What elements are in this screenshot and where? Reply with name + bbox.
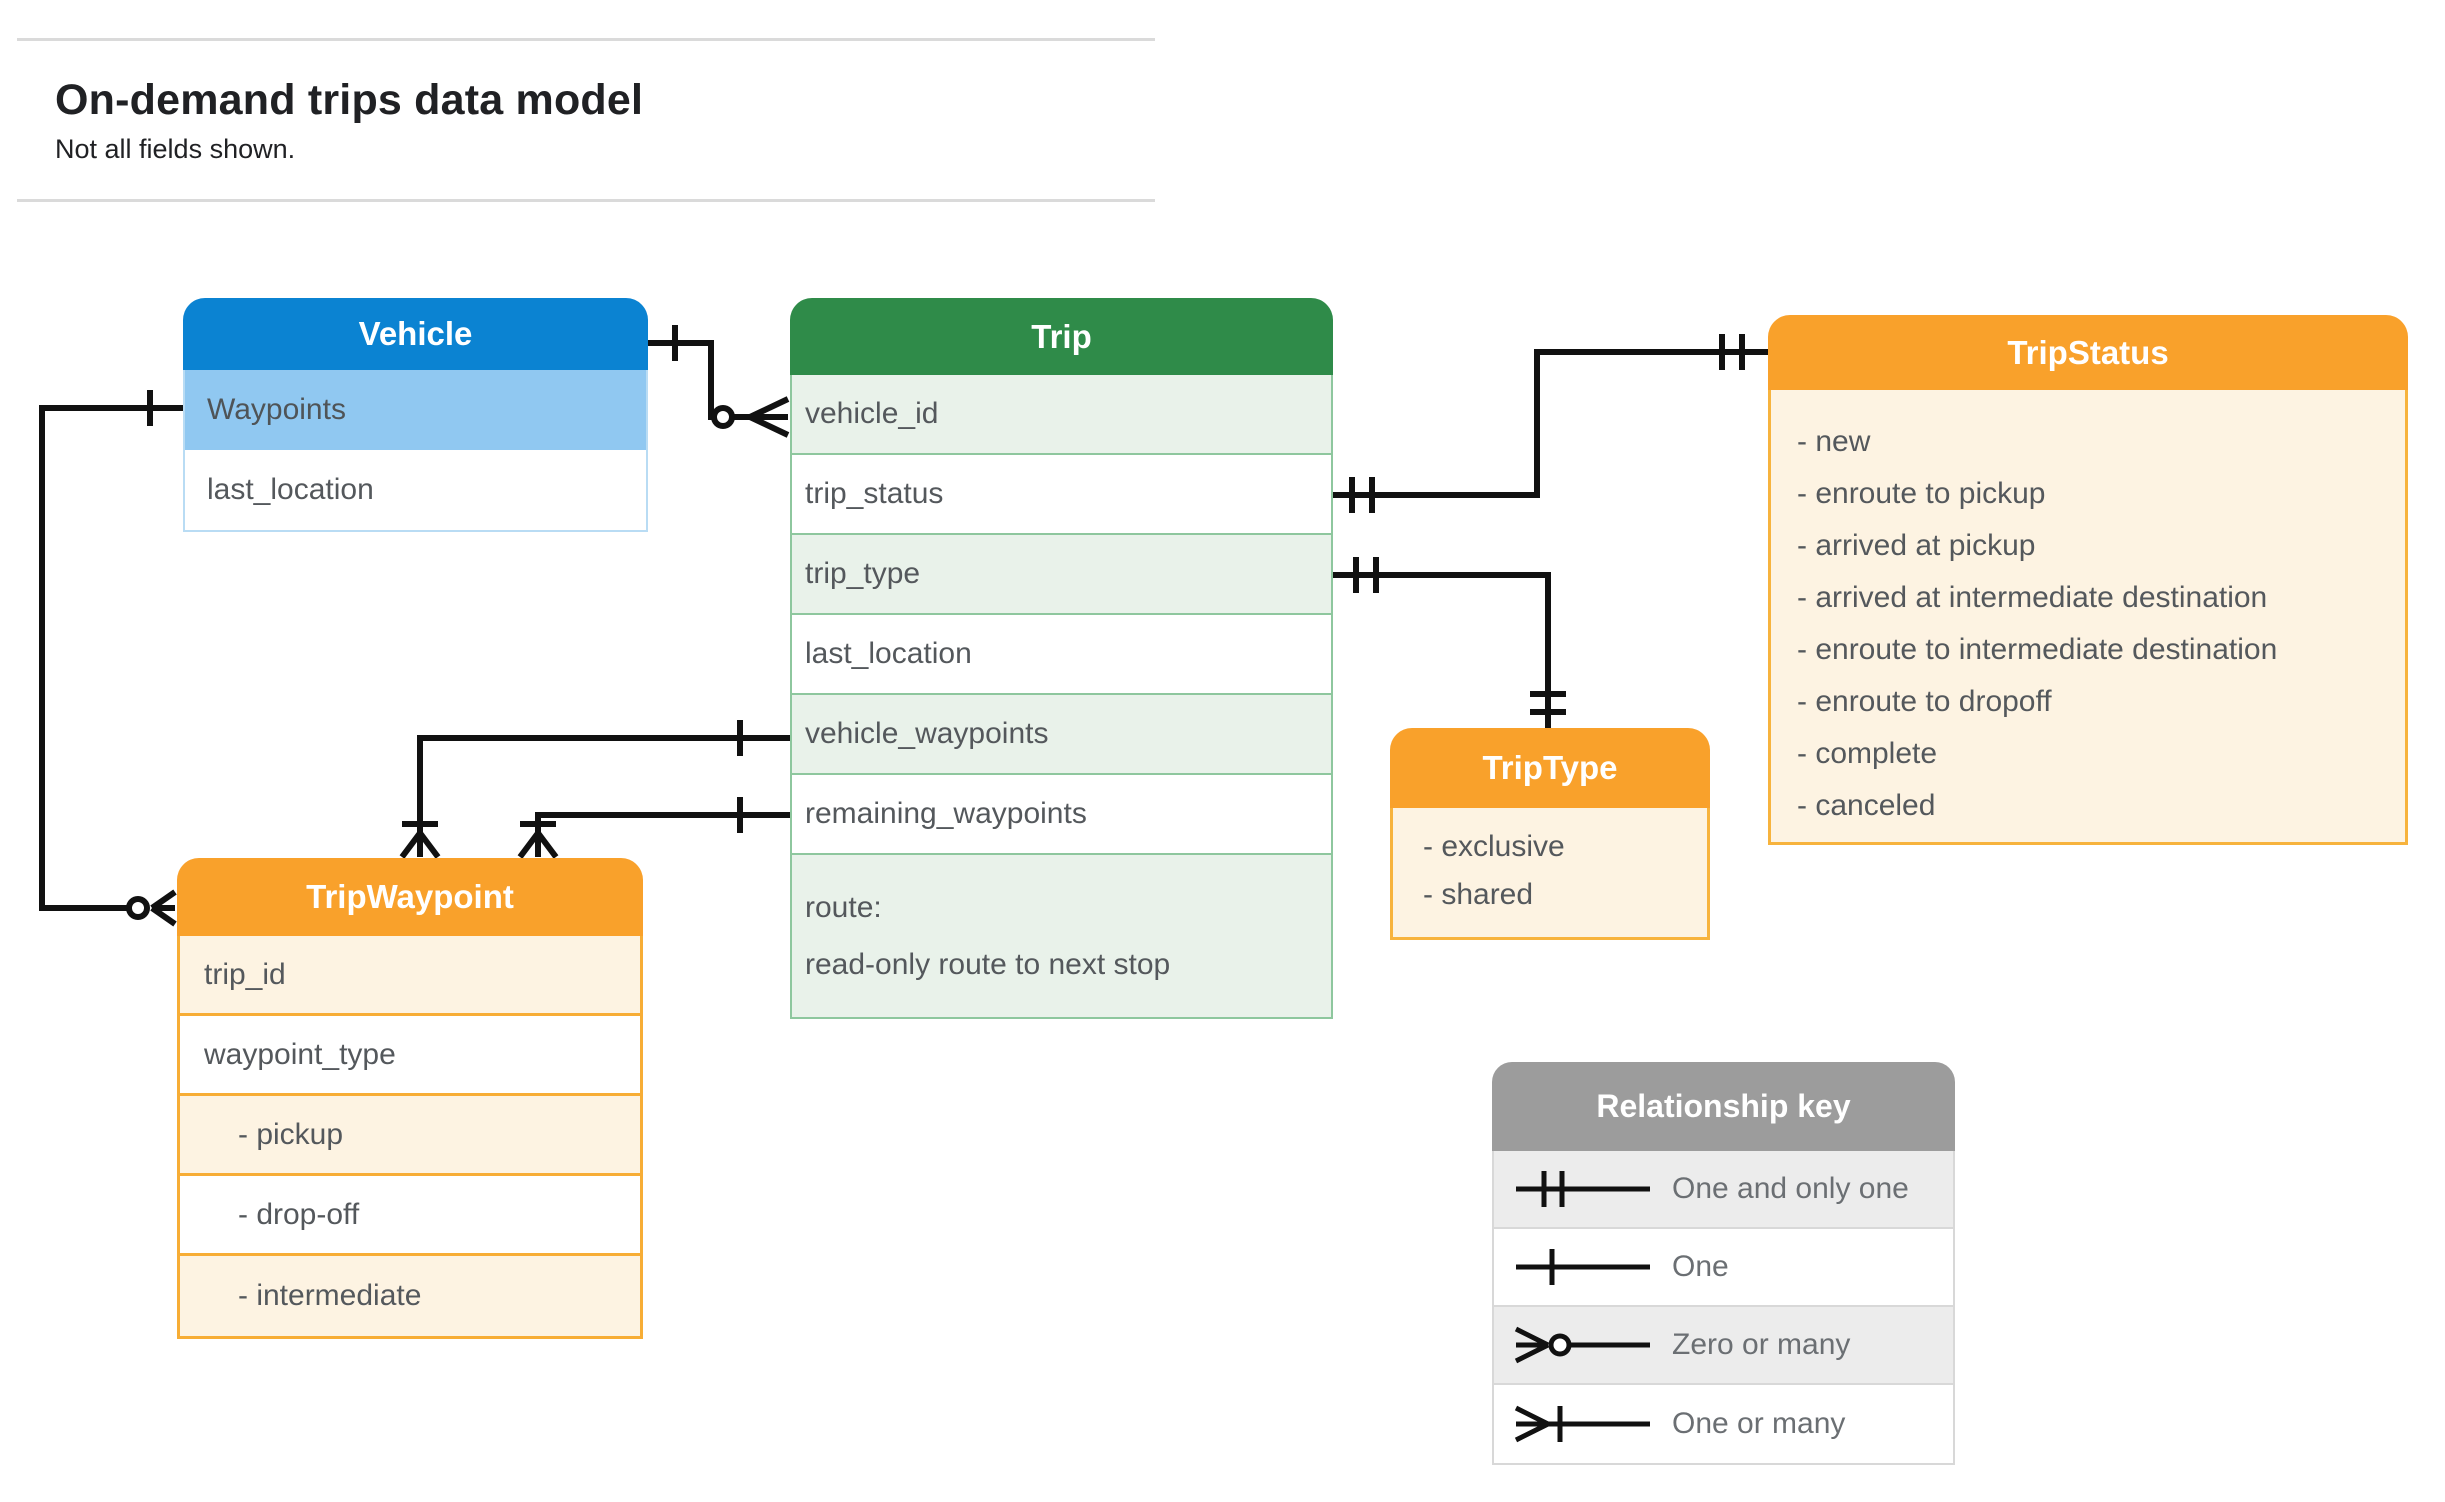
field-vehicle-waypoints: Waypoints [185, 370, 646, 450]
connector-line [1333, 349, 1768, 498]
connector-line [648, 340, 750, 420]
legend-label: One [1672, 1250, 1729, 1283]
connector-vehicle-trip [648, 325, 790, 438]
enum-tripstatus-arrived-at-intermediate-destination: - arrived at intermediate destination [1797, 581, 2268, 614]
enum-tripstatus-complete: - complete [1797, 737, 1938, 770]
connector-trip-triptype [1333, 557, 1566, 728]
one-or-many-icon [1514, 1405, 1650, 1443]
enum-tripstatus-arrived-at-pickup: - arrived at pickup [1797, 529, 2036, 562]
connector-trip-vehicle-waypoints [399, 720, 790, 859]
enum-tripstatus-canceled: - canceled [1797, 789, 1936, 822]
entity-vehicle-body: Waypoints last_location [183, 370, 648, 532]
field-trip-remaining-waypoints: remaining_waypoints [792, 775, 1331, 855]
field-trip-vehicle-id: vehicle_id [792, 375, 1331, 455]
relationship-key-title: Relationship key [1492, 1062, 1955, 1151]
one-icon [1516, 1249, 1650, 1285]
entity-tripstatus-title: TripStatus [1768, 315, 2408, 390]
page-subtitle: Not all fields shown. [55, 134, 296, 164]
crow-foot-icon [517, 831, 559, 859]
connector-vehicle-tripwaypoint [39, 390, 183, 927]
field-trip-vehicle-waypoints: vehicle_waypoints [792, 695, 1331, 775]
entity-vehicle: Vehicle Waypoints last_location [183, 298, 648, 532]
entity-triptype-body: - exclusive - shared [1390, 808, 1710, 940]
field-trip-last-location: last_location [792, 615, 1331, 695]
relationship-key: Relationship key One and only one One [1492, 1062, 1955, 1465]
field-tripwaypoint-trip-id: trip_id [180, 936, 640, 1016]
top-rule-divider [17, 38, 1155, 41]
double-tick-icon [1353, 557, 1379, 593]
double-tick-icon [1349, 477, 1375, 513]
double-tick-icon [1530, 691, 1566, 715]
entity-tripstatus: TripStatus - new - enroute to pickup - a… [1768, 315, 2408, 845]
connector-line [417, 735, 790, 833]
enum-tripstatus-new: - new [1797, 425, 1871, 458]
bottom-rule-divider [17, 199, 1155, 202]
enum-tripstatus-enroute-to-dropoff: - enroute to dropoff [1797, 685, 2052, 718]
entity-triptype-title: TripType [1390, 728, 1710, 808]
entity-trip: Trip vehicle_id trip_status trip_type la… [790, 298, 1333, 1019]
legend-row-one-and-only-one: One and only one [1494, 1151, 1953, 1229]
field-trip-route-line1: route: [805, 891, 882, 924]
crow-foot-icon [748, 396, 790, 438]
double-tick-icon [1719, 334, 1745, 370]
enum-tripwaypoint-intermediate: - intermediate [180, 1256, 640, 1336]
legend-label: One or many [1672, 1407, 1846, 1440]
relationship-key-body: One and only one One Z [1492, 1151, 1955, 1465]
connector-trip-tripstatus [1333, 334, 1768, 513]
crow-foot-icon [150, 889, 177, 927]
field-vehicle-last-location: last_location [185, 450, 646, 530]
entity-tripwaypoint-title: TripWaypoint [177, 858, 643, 936]
entity-tripwaypoint-body: trip_id waypoint_type - pickup - drop-of… [177, 936, 643, 1339]
crow-foot-icon [399, 831, 441, 859]
enum-triptype-exclusive: - exclusive [1423, 830, 1565, 863]
entity-tripstatus-body: - new - enroute to pickup - arrived at p… [1768, 390, 2408, 845]
entity-trip-body: vehicle_id trip_status trip_type last_lo… [790, 375, 1333, 1019]
field-trip-route-line2: read-only route to next stop [805, 948, 1171, 981]
entity-trip-title: Trip [790, 298, 1333, 375]
zero-circle-icon [126, 896, 150, 920]
legend-label: Zero or many [1672, 1328, 1851, 1361]
field-trip-route: route: read-only route to next stop [792, 855, 1331, 1017]
connector-line [39, 405, 183, 911]
field-trip-trip-status: trip_status [792, 455, 1331, 535]
enum-tripstatus-enroute-to-pickup: - enroute to pickup [1797, 477, 2046, 510]
legend-label: One and only one [1672, 1172, 1909, 1205]
one-and-only-one-icon [1516, 1171, 1650, 1207]
zero-or-many-icon [1514, 1326, 1650, 1364]
legend-row-zero-or-many: Zero or many [1494, 1307, 1953, 1385]
entity-triptype: TripType - exclusive - shared [1390, 728, 1710, 940]
entity-tripwaypoint: TripWaypoint trip_id waypoint_type - pic… [177, 858, 643, 1339]
entity-vehicle-title: Vehicle [183, 298, 648, 370]
zero-circle-icon [711, 405, 735, 429]
legend-row-one-or-many: One or many [1494, 1385, 1953, 1463]
enum-tripstatus-enroute-to-intermediate-destination: - enroute to intermediate destination [1797, 633, 2278, 666]
connector-line [535, 812, 790, 833]
enum-tripwaypoint-drop-off: - drop-off [180, 1176, 640, 1256]
field-trip-trip-type: trip_type [792, 535, 1331, 615]
enum-triptype-shared: - shared [1423, 878, 1534, 911]
enum-tripwaypoint-pickup: - pickup [180, 1096, 640, 1176]
connector-line [1333, 572, 1551, 728]
connector-trip-remaining-waypoints [517, 797, 790, 859]
page-title: On-demand trips data model [55, 76, 644, 124]
legend-row-one: One [1494, 1229, 1953, 1307]
field-tripwaypoint-waypoint-type: waypoint_type [180, 1016, 640, 1096]
